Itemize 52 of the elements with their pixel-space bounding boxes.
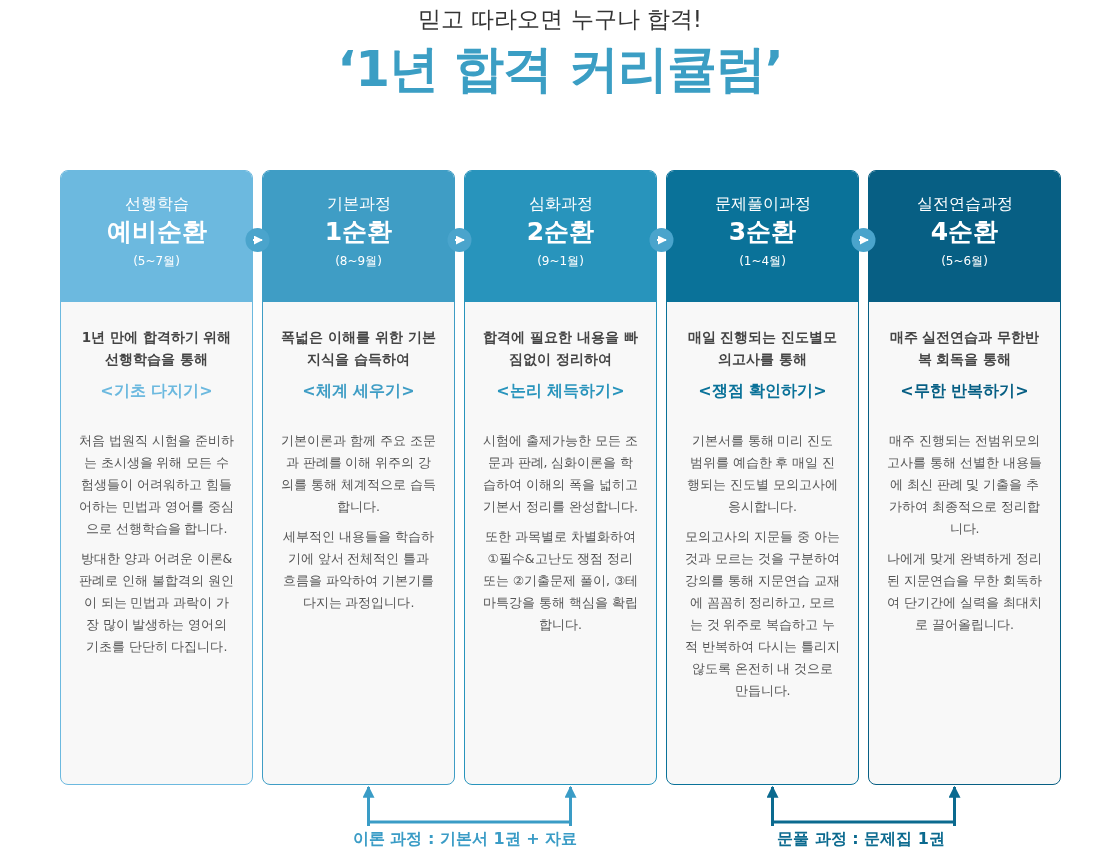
section-label: 이론 과정 : 기본서 1권 + 자료: [340, 826, 590, 852]
subtitle-text: 믿고 따라오면 누구나 합격!: [416, 5, 704, 34]
description-text: 또한 과목별로 차별화하여 ①필수&고난도 쟁점 정리 또는 ②기출문제 풀이, ③테마특강을 통해 핵심을 확립합니다.: [481, 528, 640, 634]
stage-label: 심화과정: [528, 193, 593, 215]
intro-text: 매주 실전연습과 무한반복 회독을 통해: [888, 328, 1041, 369]
period-text: (8~9월): [335, 253, 382, 270]
intro-text: 1년 만에 합격하기 위해 선행학습을 통해: [80, 328, 233, 369]
intro-text: 합격에 필요한 내용을 빠짐없이 정리하여: [482, 328, 639, 369]
intro-text: 폭넓은 이해를 위한 기본 지식을 습득하여: [280, 328, 437, 369]
chevron-arrow: [454, 235, 465, 245]
curriculum-card: [464, 170, 657, 785]
section-label: 문풀 과정 : 문제집 1권: [736, 826, 986, 852]
arrow: [766, 785, 779, 826]
period-text: (1~4월): [739, 253, 786, 270]
stage-label: 선행학습: [124, 193, 189, 215]
description-text: 시험에 출제가능한 모든 조문과 판례, 심화이론을 학습하여 이해의 폭을 넓히고 기본서 정리를 완성합니다.: [482, 432, 639, 516]
highlight-text: <기초 다지기>: [100, 380, 213, 402]
stage-title: 4순환: [930, 216, 999, 248]
stage-label: 기본과정: [326, 193, 391, 215]
highlight-text: <무한 반복하기>: [900, 380, 1029, 402]
description-text: 나에게 맞게 완벽하게 정리된 지문연습을 무한 회독하여 단기간에 실력을 최대치로 끌어올립니다.: [886, 550, 1043, 634]
stage-title: 예비순환: [106, 216, 207, 248]
arrow: [564, 785, 577, 826]
stage-label: 문제풀이과정: [714, 193, 811, 215]
chevron-arrow: [656, 235, 667, 245]
highlight-text: <논리 체득하기>: [496, 380, 625, 402]
description-text: 기본서를 통해 미리 진도 범위를 예습한 후 매일 진행되는 진도별 모의고사에 응시합니다.: [686, 432, 839, 516]
stage-title: 1순환: [324, 216, 393, 248]
curriculum-card: [60, 170, 253, 785]
description-text: 모의고사의 지문들 중 아는 것과 모르는 것을 구분하여 강의를 통해 지문연습 교재에 꼼꼼히 정리하고, 모르는 것 위주로 복습하고 누적 반복하여 다시는 틀리지 않도록 온전히 내 것으로 만듭니다.: [684, 528, 841, 700]
curriculum-card: [868, 170, 1061, 785]
title-text: ‘1년 합격 커리큘럼’: [336, 39, 784, 100]
description-text: 매주 진행되는 전범위모의고사를 통해 선별한 내용들에 최신 판례 및 기출을 추가하여 최종적으로 정리합니다.: [886, 432, 1043, 538]
arrow: [948, 785, 961, 826]
highlight-text: <쟁점 확인하기>: [698, 380, 827, 402]
stage-title: 2순환: [526, 216, 595, 248]
chevron-arrow: [858, 235, 869, 245]
curriculum-card: [262, 170, 455, 785]
curriculum-card: [666, 170, 859, 785]
highlight-text: <체계 세우기>: [302, 380, 415, 402]
arrow: [362, 785, 375, 826]
intro-text: 매일 진행되는 진도별모의고사를 통해: [686, 328, 839, 369]
stage-title: 3순환: [728, 216, 797, 248]
period-text: (5~6월): [941, 253, 988, 270]
period-text: (5~7월): [133, 253, 180, 270]
description-text: 기본이론과 함께 주요 조문과 판례를 이해 위주의 강의를 통해 체계적으로 습득합니다.: [280, 432, 437, 516]
description-text: 처음 법원직 시험을 준비하는 초시생을 위해 모든 수험생들이 어려워하고 힘들어하는 민법과 영어를 중심으로 선행학습을 합니다.: [78, 432, 235, 538]
chevron-arrow: [252, 235, 263, 245]
description-text: 세부적인 내용들을 학습하기에 앞서 전체적인 틀과 흐름을 파악하여 기본기를 다지는 과정입니다.: [282, 528, 435, 612]
period-text: (9~1월): [537, 253, 584, 270]
stage-label: 실전연습과정: [916, 193, 1013, 215]
description-text: 방대한 양과 어려운 이론& 판례로 인해 불합격의 원인이 되는 민법과 과락이 가장 많이 발생하는 영어의 기초를 단단히 다집니다.: [78, 550, 235, 656]
